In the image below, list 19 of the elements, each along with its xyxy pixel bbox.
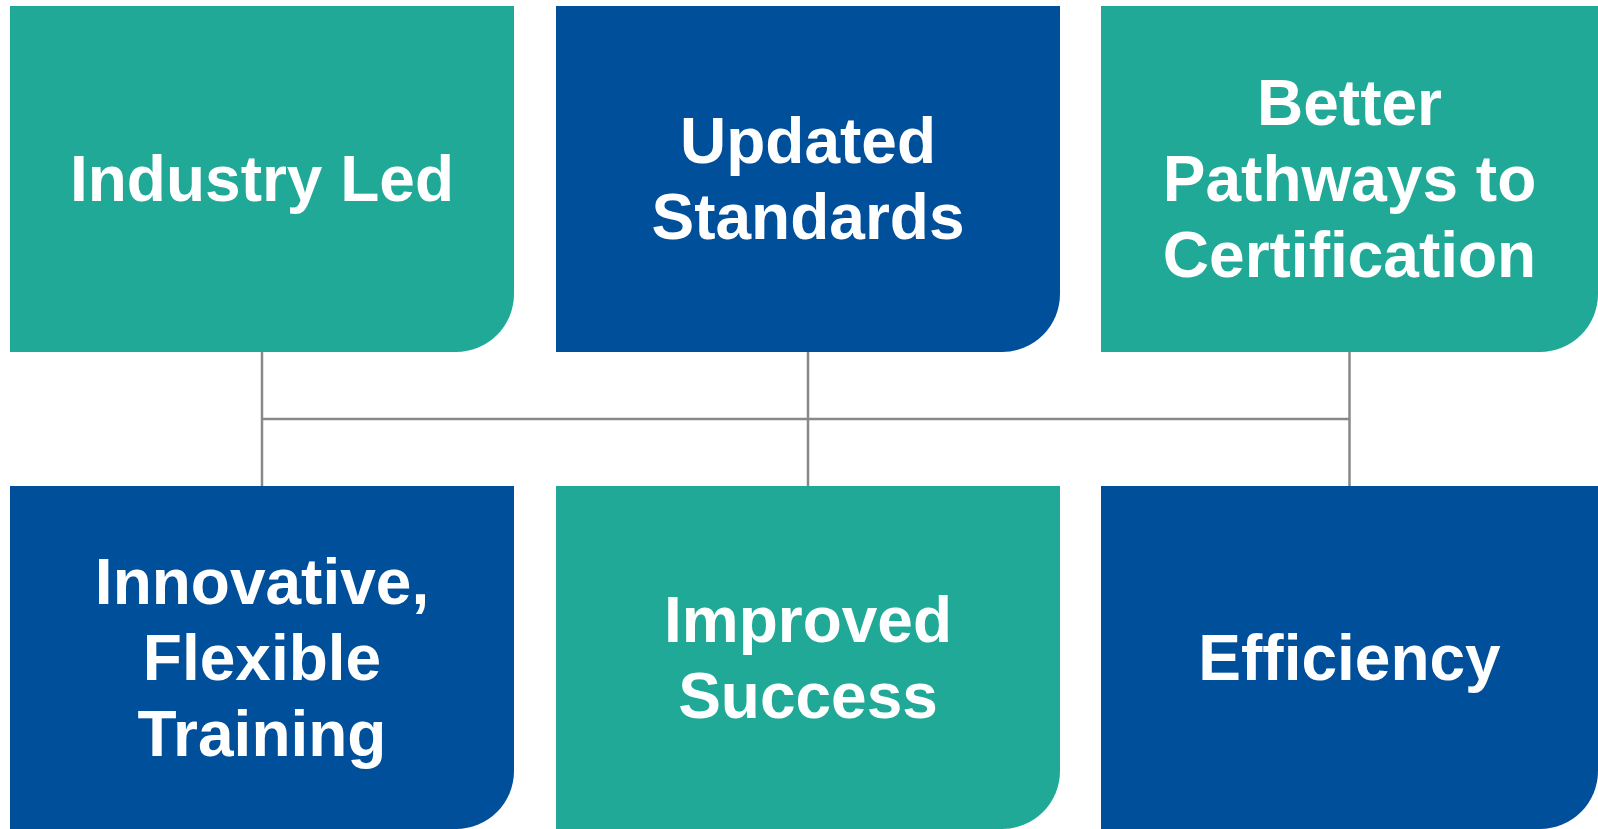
- rounded-box: [556, 486, 1060, 829]
- rounded-box: [10, 486, 514, 829]
- rounded-box: [10, 6, 514, 352]
- connector-line: [1348, 352, 1351, 419]
- rounded-box: [1101, 6, 1598, 352]
- rounded-box: [556, 6, 1060, 352]
- box-label: Improved Success: [662, 582, 954, 734]
- connector-line: [260, 419, 264, 486]
- connector-line: [806, 352, 810, 419]
- connector-line: [806, 419, 810, 486]
- box-label: Better Pathways to Certification: [1161, 66, 1538, 293]
- box-label: Industry Led: [70, 142, 454, 217]
- box-label: Efficiency: [1198, 620, 1501, 696]
- box-label: Updated Standards: [650, 104, 966, 255]
- box-label: Innovative, Flexible Training: [93, 544, 431, 772]
- connector-line: [260, 352, 264, 419]
- rounded-box: [1101, 486, 1598, 829]
- connector-line: [262, 417, 1350, 421]
- connector-line: [1348, 419, 1351, 486]
